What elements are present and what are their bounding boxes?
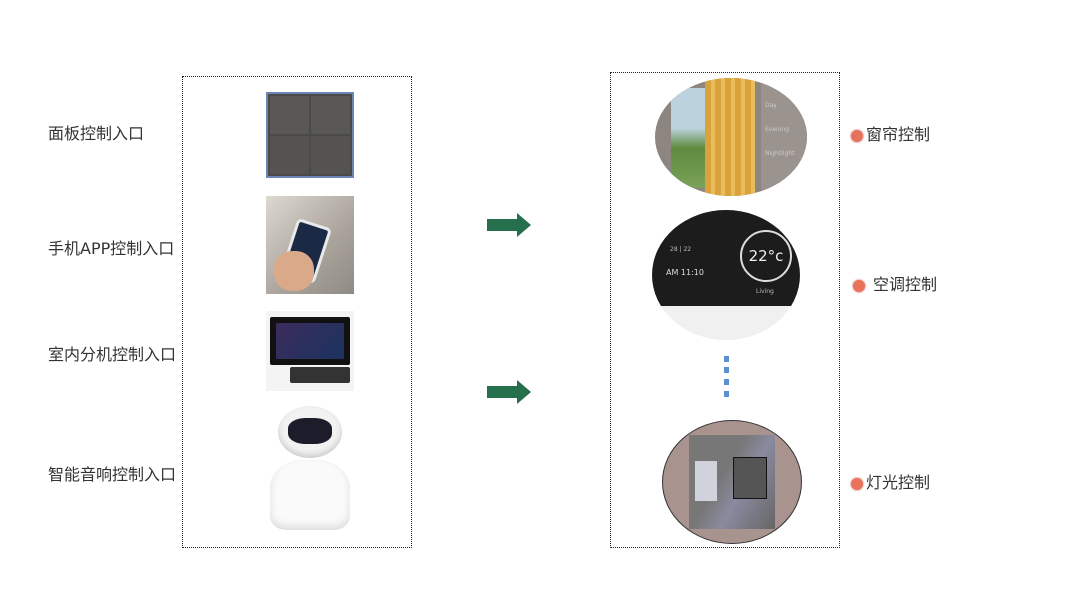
- bullet-icon: [851, 129, 863, 142]
- output-label: 窗帘控制: [866, 125, 931, 144]
- curtain-mode-day: Day: [765, 102, 777, 109]
- curtain-image: Day Evening Nightlight: [655, 78, 807, 196]
- output-label: 空调控制: [873, 275, 938, 294]
- input-devices-box: [182, 76, 412, 548]
- ellipsis-dot: [724, 356, 729, 362]
- input-label-panel: 面板控制入口: [48, 124, 145, 143]
- thermostat-range: 28 | 22: [670, 246, 692, 253]
- phone-app-image: [266, 196, 354, 294]
- bullet-icon: [851, 477, 863, 490]
- input-label-app: 手机APP控制入口: [48, 239, 175, 258]
- control-functions-box: [610, 72, 840, 548]
- indoor-unit-image: [266, 311, 354, 391]
- wall-panel-image: [266, 92, 354, 178]
- ellipsis-dot: [724, 391, 729, 397]
- lighting-image: [662, 420, 802, 544]
- output-ac-control: 空调控制: [853, 271, 937, 295]
- input-label-indoor-unit: 室内分机控制入口: [48, 345, 177, 364]
- thermostat-mode: Living: [756, 288, 774, 295]
- ellipsis-dot: [724, 379, 729, 385]
- bullet-icon: [853, 279, 865, 292]
- arrow-right-icon: [487, 380, 531, 404]
- thermostat-time: AM 11:10: [666, 268, 704, 277]
- curtain-mode-evening: Evening: [765, 126, 790, 133]
- thermostat-temp: 22°c: [740, 230, 792, 282]
- output-curtain-control: 窗帘控制: [851, 121, 930, 145]
- curtain-mode-night: Nightlight: [765, 150, 795, 157]
- output-lighting-control: 灯光控制: [851, 469, 930, 493]
- smart-speaker-image: [266, 406, 354, 532]
- arrow-right-icon: [487, 213, 531, 237]
- thermostat-image: 22°c 28 | 22 AM 11:10 Living: [652, 210, 800, 340]
- input-label-smart-speaker: 智能音响控制入口: [48, 465, 177, 484]
- output-label: 灯光控制: [866, 473, 931, 492]
- ellipsis-dot: [724, 367, 729, 373]
